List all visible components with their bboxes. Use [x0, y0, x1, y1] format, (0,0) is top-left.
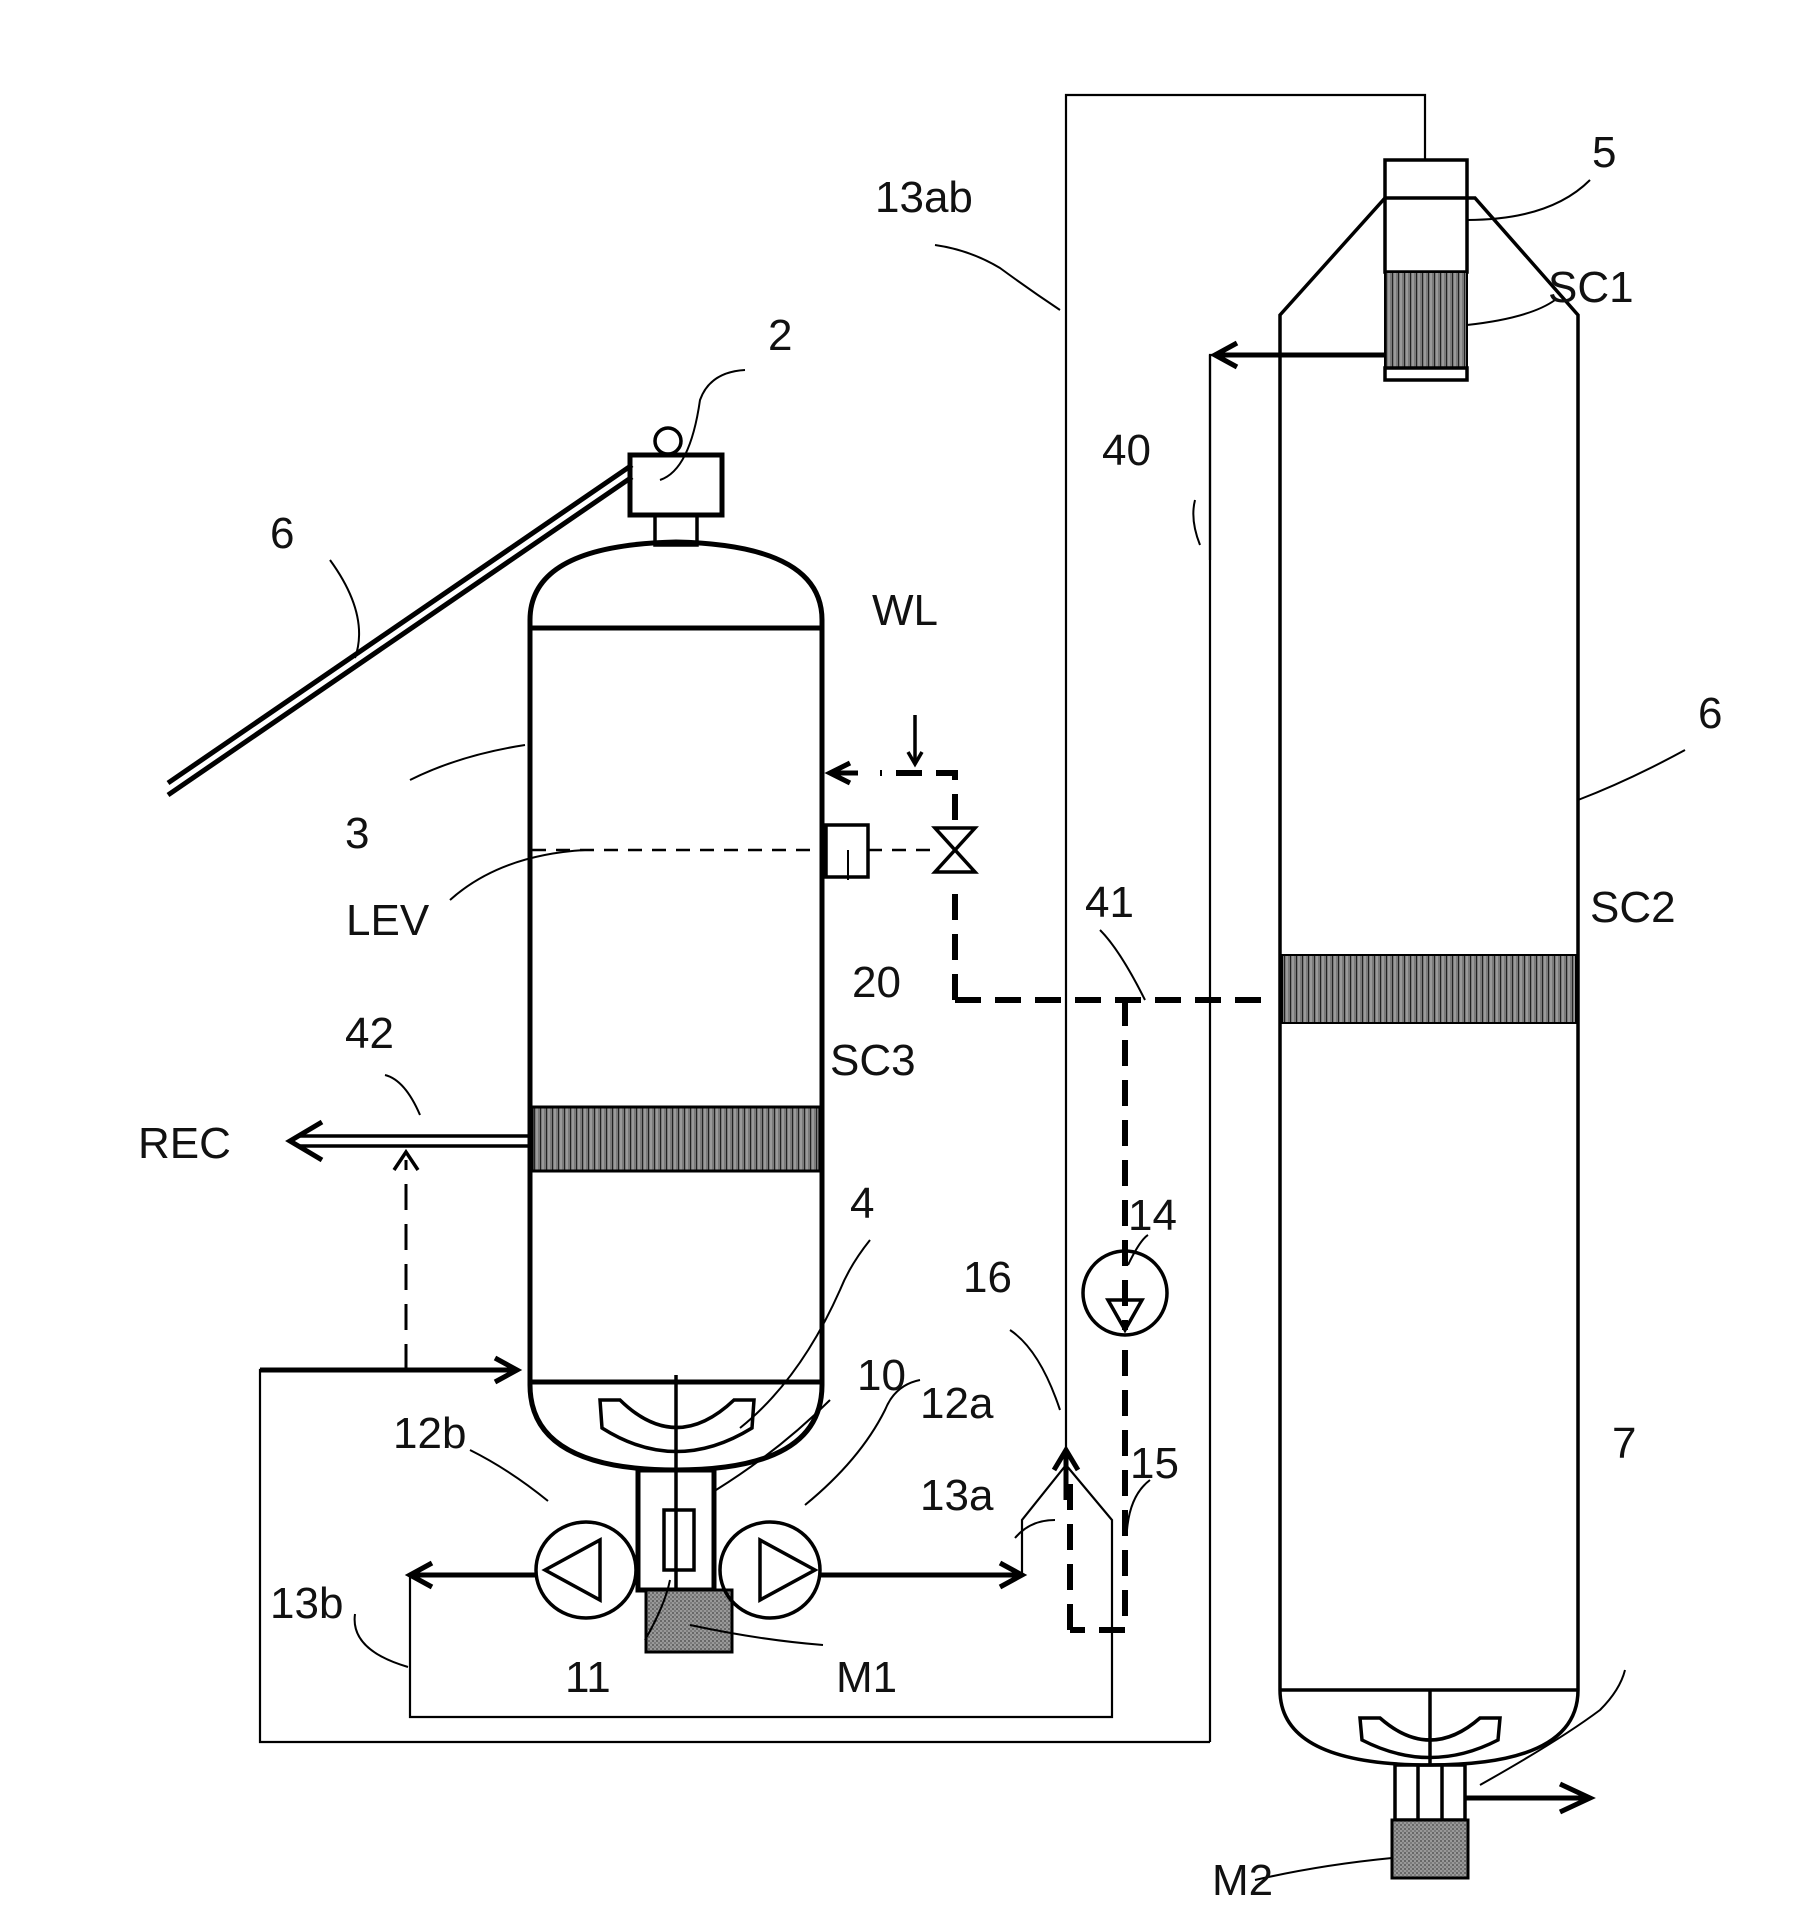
label-12a: 12a — [920, 1379, 994, 1428]
label-13ab: 13ab — [875, 173, 973, 222]
water-valve — [935, 828, 975, 872]
inlet-valve-2 — [630, 428, 722, 545]
label-14: 14 — [1128, 1191, 1177, 1240]
scrubber-sc3 — [532, 1107, 820, 1171]
vessel-3 — [530, 542, 826, 1470]
label-13a: 13a — [920, 1471, 994, 1520]
label-7: 7 — [1612, 1419, 1636, 1468]
line-13b — [410, 1563, 536, 1587]
pump-12b — [536, 1522, 636, 1618]
label-11: 11 — [565, 1653, 611, 1702]
top-unit-5 — [1385, 160, 1467, 380]
label-10: 10 — [857, 1351, 906, 1400]
leader-lines — [330, 180, 1685, 1880]
scrubber-sc2 — [1282, 955, 1576, 1023]
label-4: 4 — [850, 1179, 874, 1228]
agitator-4 — [600, 1375, 754, 1600]
label-15: 15 — [1130, 1439, 1179, 1488]
bottom-outlet — [1392, 1765, 1590, 1878]
label-16: 16 — [963, 1253, 1012, 1302]
label-m1: M1 — [836, 1653, 897, 1702]
label-rec: REC — [138, 1119, 231, 1168]
label-sc3: SC3 — [830, 1036, 916, 1085]
label-2: 2 — [768, 311, 792, 360]
line-13ab — [260, 95, 1425, 1742]
pump-12a — [720, 1522, 820, 1618]
label-sc1: SC1 — [1548, 263, 1634, 312]
motor-m1 — [646, 1590, 732, 1652]
label-41: 41 — [1085, 878, 1134, 927]
label-12b: 12b — [393, 1409, 466, 1458]
label-m2: M2 — [1212, 1856, 1273, 1905]
vessel-6 — [1280, 198, 1578, 1765]
label-20: 20 — [852, 958, 901, 1007]
label-wl: WL — [872, 586, 938, 635]
scrubber-sc1 — [1385, 272, 1467, 368]
label-6-left: 6 — [270, 509, 294, 558]
label-6-right: 6 — [1698, 689, 1722, 738]
label-3: 3 — [345, 809, 369, 858]
motor-m2 — [1392, 1820, 1468, 1878]
line-40 — [1210, 343, 1385, 560]
agitator-7 — [1360, 1690, 1500, 1765]
label-40: 40 — [1102, 426, 1151, 475]
label-sc2: SC2 — [1590, 883, 1676, 932]
bottom-shaft-housing — [638, 1470, 732, 1652]
label-13b: 13b — [270, 1579, 343, 1628]
label-5: 5 — [1592, 128, 1616, 177]
label-lev: LEV — [346, 896, 430, 945]
line-42-rec — [290, 1122, 530, 1370]
label-42: 42 — [345, 1009, 394, 1058]
